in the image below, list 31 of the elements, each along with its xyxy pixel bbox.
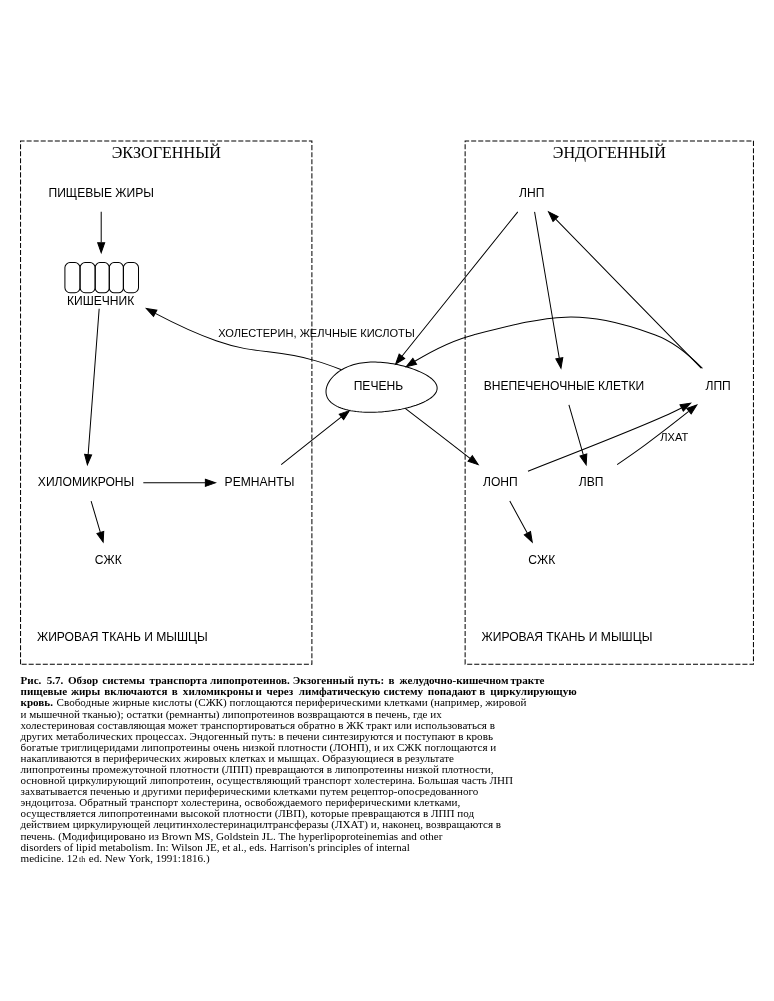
label: ЖИРОВАЯ ТКАНЬ И МЫШЦЫ — [481, 629, 653, 644]
arrow — [616, 403, 699, 465]
arrow — [509, 500, 533, 543]
arrow — [90, 500, 105, 544]
arrow — [145, 307, 342, 370]
node-text: ВНЕПЕЧЕНОЧНЫЕ КЛЕТКИ — [483, 378, 645, 393]
node-label: КИШЕЧНИК — [66, 293, 135, 308]
arrow — [404, 316, 703, 369]
node-text: ХИЛОМИКРОНЫ — [37, 474, 135, 489]
edge-label: ХОЛЕСТЕРИН, ЖЕЛЧНЫЕ КИСЛОТЫ — [218, 326, 415, 339]
arrow — [547, 210, 702, 369]
node-text: РЕМНАНТЫ — [224, 474, 295, 489]
node-text: ЛВП — [578, 474, 604, 489]
node-text: СЖК — [528, 552, 556, 567]
node-text: ЛПП — [705, 378, 731, 393]
arrow — [394, 210, 519, 365]
node-text: ЛОНП — [483, 474, 518, 489]
arrow — [534, 210, 564, 370]
arrow — [568, 403, 588, 466]
arrow — [96, 210, 106, 254]
node-text: ПИЩЕВЫЕ ЖИРЫ — [48, 185, 154, 200]
node-text: ЛНП — [518, 185, 545, 200]
label: ЖИРОВАЯ ТКАНЬ И МЫШЦЫ — [36, 629, 208, 644]
arrow — [280, 409, 351, 465]
arrow — [142, 478, 217, 487]
edge-label: ЛХАТ — [660, 430, 689, 443]
arrow — [527, 402, 692, 472]
caption: Рис. 5.7. Обзор системы транспорта липопротеинов. Экзогенный путь: в желудочно-кишечном тракте пищевые жиры включаются в хиломикроны и через лимфатическую систему попадают в циркулирующую кровь. Свободные жирные кислоты (СЖК) поглощаются периферическими клетками (например, жировой и мышечной тканью); остатки (ремнанты) липопротеинов возвращаются в печень, где их холестериновая составляющая может транспортироваться обратно в ЖК тракт или использоваться в других метаболических процессах. Эндогенный путь: в печени синтезируются и поступают в кровь богатые триглицеридами липопротеины очень низкой плотности (ЛОНП), и их СЖК поглощаются и накапливаются в периферических жировых клетках и мышцах. Образующиеся в результате липопротеины промежуточной плотности (ЛПП) превращаются в липопротеины низкой плотности, основной циркулирующий липопротеин, осуществляющий транспорт холестерина. Большая часть ЛНП захватывается печенью и другими периферическими клетками путем рецептор-опосредованного эндоцитоза. Обратный транспорт холестерина, освобождаемого периферическими клетками, осуществляется липопротеинами высокой плотности (ЛВП), которые превращаются в ЛПП под действием циркулирующей лецитинхолестеринацилтрансферазы (ЛХАТ) и, наконец, возвращаются в печень. (Модифицировано из Brown MS, Goldstein JL. The hyperlipoproteinemias and other disorders of lipid metabolism. In: Wilson JE, et al., eds. Harrison's principles of internal medicine. 12th ed. New York, 1991:1816.) — [20, 673, 577, 864]
node-text: СЖК — [94, 552, 122, 567]
arrow — [83, 307, 100, 466]
arrow — [404, 407, 480, 466]
